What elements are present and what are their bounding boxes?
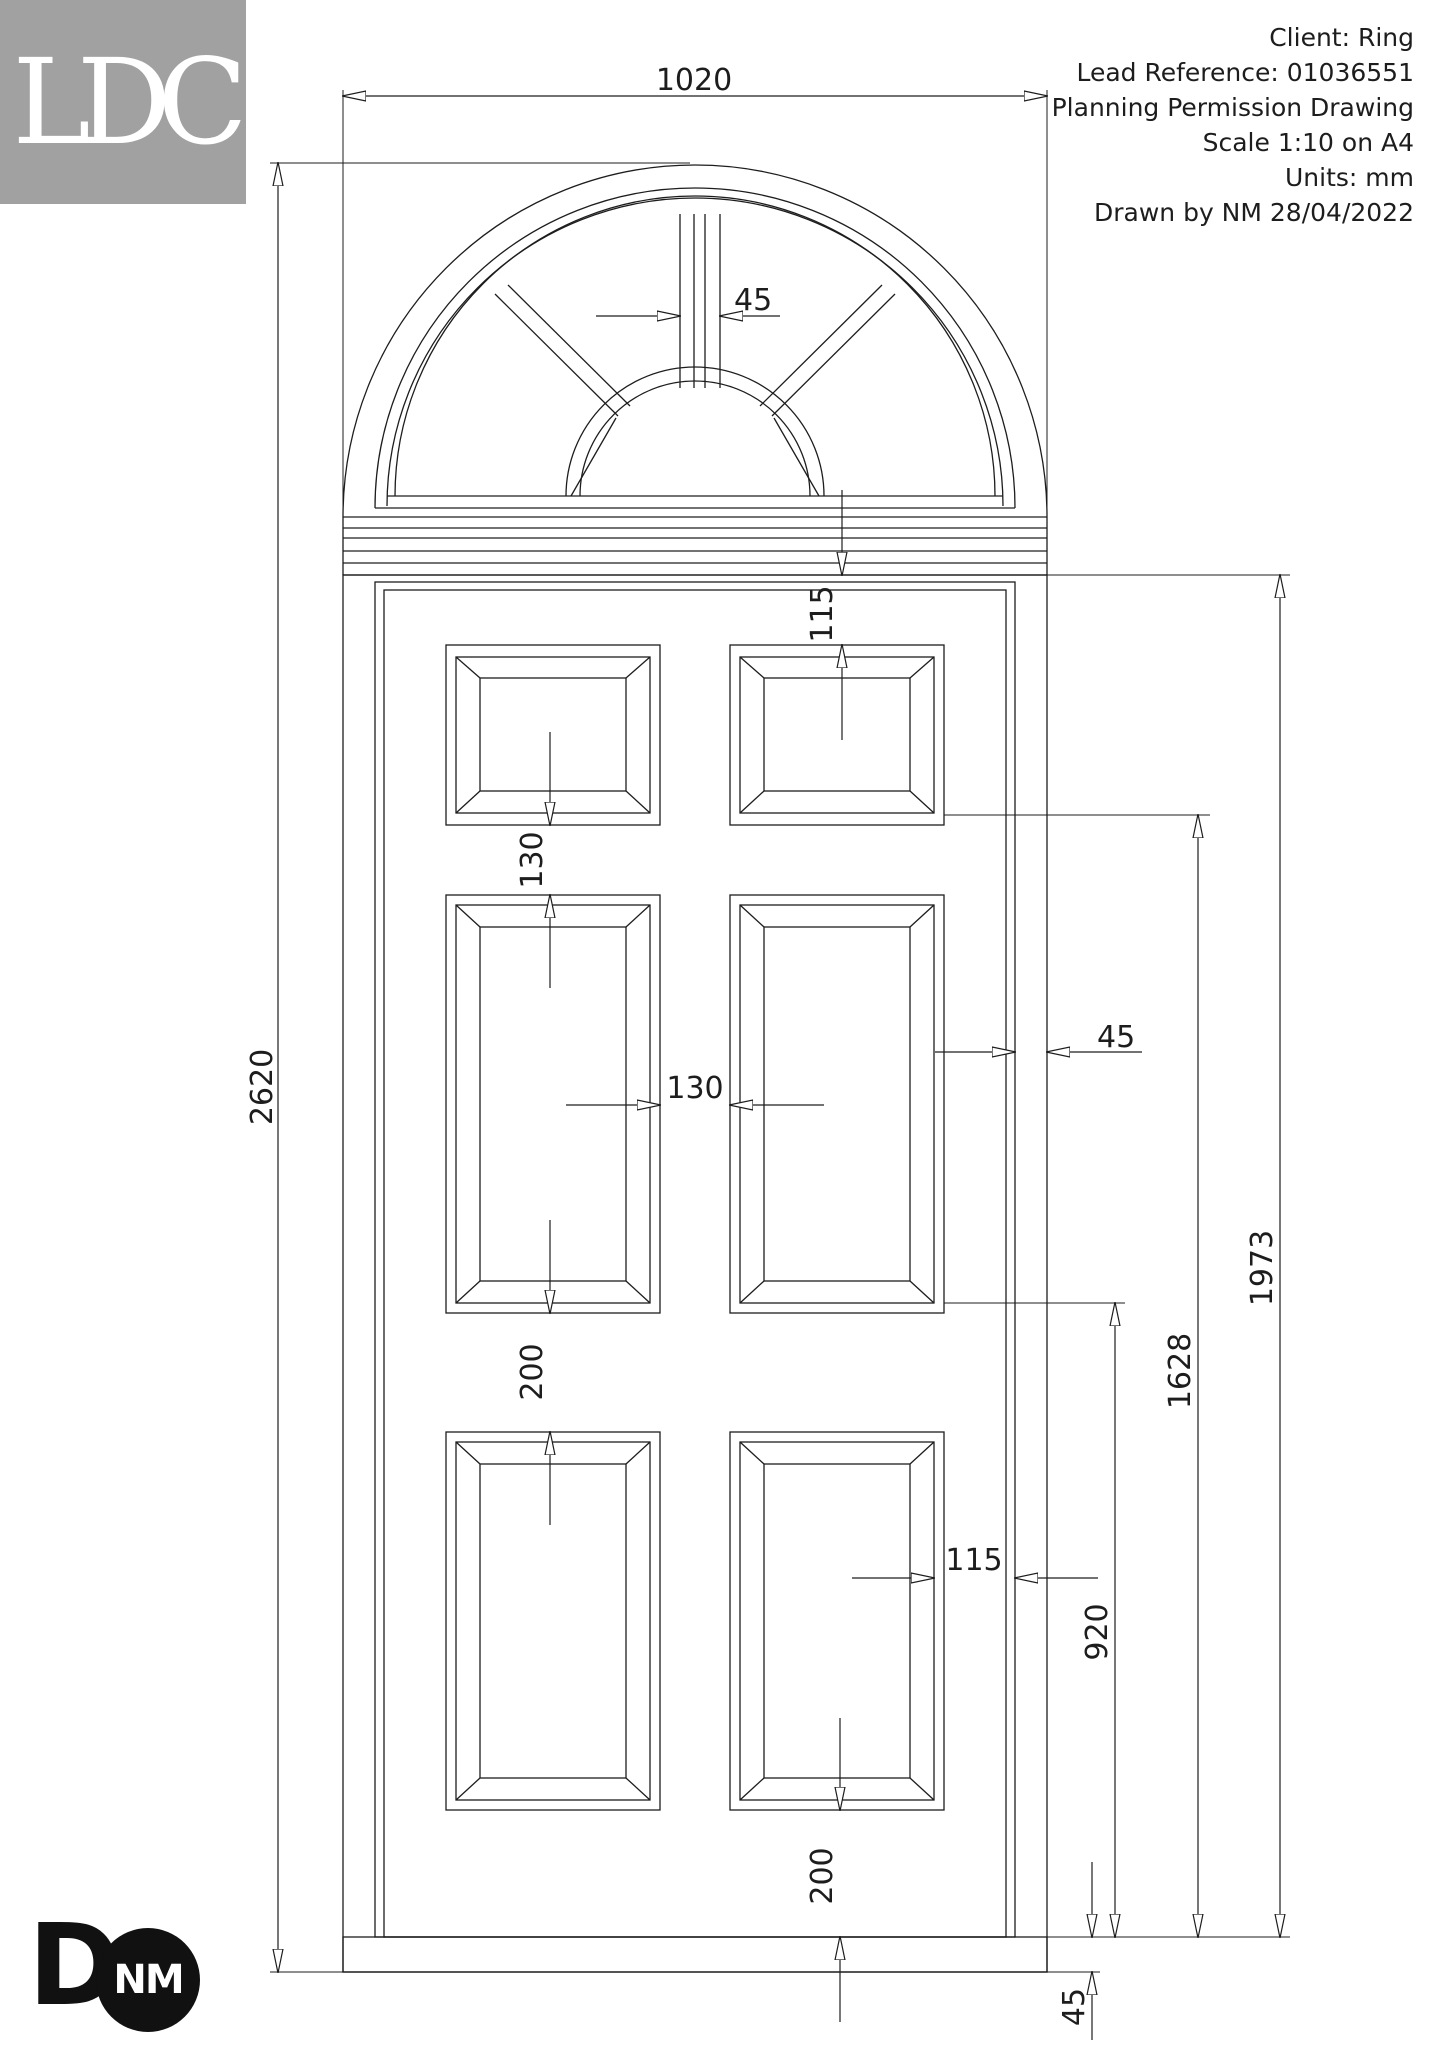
door-leaf-inner [383, 589, 1007, 1938]
panel-top-right [729, 644, 945, 826]
dim-top-rail-gap: 115 [805, 585, 840, 642]
units-label: Units: mm [1285, 163, 1414, 192]
dim-door-leaf-height: 1973 [1245, 1230, 1280, 1306]
dim-stile: 45 [1097, 1020, 1135, 1055]
panel-middle-left [445, 894, 661, 1314]
panel-bottom-right [729, 1431, 945, 1811]
dim-upper-panels-height: 1628 [1163, 1333, 1198, 1409]
dim-upper-rail: 130 [515, 831, 550, 888]
maker-logo-circle: NM [96, 1928, 200, 2032]
dim-bottom-rail: 200 [805, 1847, 840, 1904]
scale-label: Scale 1:10 on A4 [1202, 128, 1414, 157]
company-logo-box: LDC [0, 0, 248, 204]
dim-glazing-bar: 45 [734, 283, 772, 318]
outer-frame [342, 574, 1048, 1973]
dim-threshold: 45 [1057, 1988, 1092, 2026]
threshold-sill [342, 1936, 1048, 1973]
dim-lower-height: 920 [1080, 1603, 1115, 1660]
drawing-type-label: Planning Permission Drawing [1051, 93, 1414, 122]
maker-logo-initials: NM [113, 1957, 184, 2003]
panel-middle-right [729, 894, 945, 1314]
dim-lower-stile: 115 [945, 1543, 1002, 1578]
panel-bottom-left [445, 1431, 661, 1811]
extension-lines [270, 90, 1290, 1973]
door-leaf-outline [374, 581, 1016, 1938]
dim-overall-width: 1020 [656, 63, 732, 98]
panel-top-left [445, 644, 661, 826]
dim-middle-rail: 200 [515, 1343, 550, 1400]
maker-logo: D NM [28, 1910, 200, 2032]
company-logo-text: LDC [12, 33, 247, 171]
dim-overall-height: 2620 [245, 1049, 280, 1125]
dim-muntin: 130 [666, 1071, 723, 1106]
drawn-by-label: Drawn by NM 28/04/2022 [1093, 198, 1414, 227]
client-label: Client: Ring [1269, 23, 1414, 52]
title-block: Client: Ring Lead Reference: 01036551 Pl… [954, 20, 1414, 230]
fanlight [342, 164, 1048, 575]
transom-bars [343, 516, 1047, 576]
glazing-bars [494, 214, 896, 497]
lead-reference-label: Lead Reference: 01036551 [1076, 58, 1414, 87]
